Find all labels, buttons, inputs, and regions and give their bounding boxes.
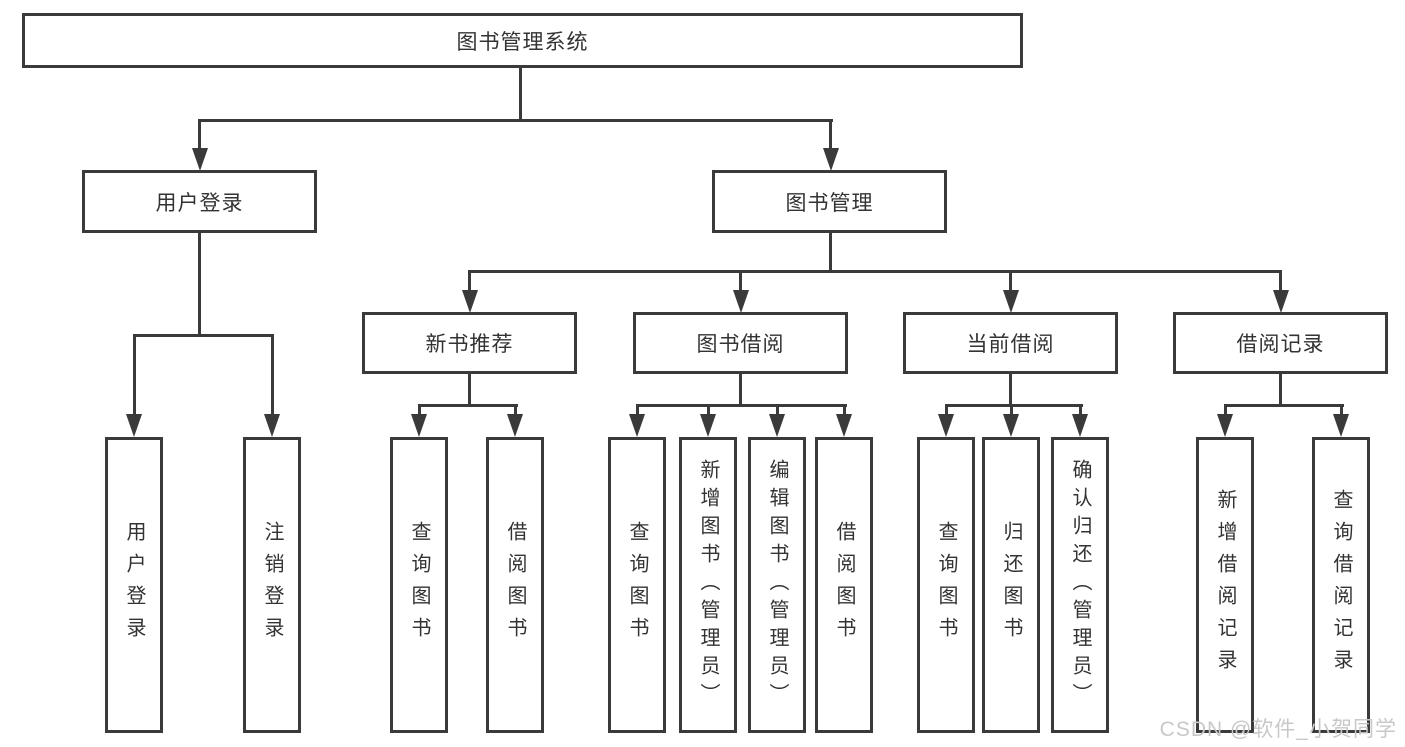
leaf-label: 用户登录 [123,521,145,649]
node-label: 图书借阅 [696,333,785,356]
arrow-down-icon [769,414,785,437]
leaf-bb-query-books: 查询图书 [608,437,666,733]
leaf-label: 确认归还（管理员） [1069,459,1091,711]
connector-line [1224,404,1227,417]
node-user-login: 用户登录 [82,170,317,233]
arrow-down-icon [1217,414,1233,437]
arrow-down-icon [126,414,142,437]
connector-line [418,404,421,417]
connector-line [739,374,742,407]
connector-line [1279,270,1282,293]
leaf-label: 借阅图书 [833,521,855,649]
arrow-down-icon [938,414,954,437]
connector-line [739,270,742,293]
connector-line [776,404,779,417]
leaf-logout: 注销登录 [243,437,301,733]
leaf-br-add-record: 新增借阅记录 [1196,437,1254,733]
connector-bus [1224,404,1344,407]
connector-line [829,119,832,150]
leaf-label: 新增借阅记录 [1214,489,1236,681]
connector-level3-bus [468,270,1282,273]
connector-line [133,334,136,416]
connector-line [843,404,846,417]
node-borrowing-records: 借阅记录 [1173,312,1388,374]
connector-line [1010,404,1013,417]
connector-mgmt-stem [829,233,832,273]
connector-line [1340,404,1343,417]
arrow-down-icon [507,414,523,437]
arrow-down-icon [462,290,478,313]
leaf-label: 编辑图书（管理员） [766,459,788,711]
connector-level2-bus [198,119,833,122]
connector-line [1279,374,1282,407]
node-label: 借阅记录 [1236,333,1325,356]
arrow-down-icon [1072,414,1088,437]
node-label: 新书推荐 [425,333,514,356]
node-book-management: 图书管理 [712,170,947,233]
arrow-down-icon [192,148,208,171]
connector-login-stem [198,233,201,337]
leaf-label: 查询图书 [935,521,957,649]
connector-line [1009,374,1012,407]
node-new-book-recommend: 新书推荐 [362,312,577,374]
leaf-user-login: 用户登录 [105,437,163,733]
connector-line [1079,404,1082,417]
leaf-label: 查询图书 [408,521,430,649]
arrow-down-icon [836,414,852,437]
connector-login-bus [133,334,274,337]
leaf-label: 归还图书 [1000,521,1022,649]
connector-bus [636,404,847,407]
arrow-down-icon [629,414,645,437]
arrow-down-icon [1003,290,1019,313]
leaf-label: 查询图书 [626,521,648,649]
arrow-down-icon [411,414,427,437]
node-label: 图书管理 [785,191,874,215]
node-label: 用户登录 [155,191,244,215]
leaf-cb-return-books: 归还图书 [982,437,1040,733]
connector-line [468,270,471,293]
node-label: 图书管理系统 [456,30,589,54]
connector-root-stem [519,68,522,121]
connector-line [468,374,471,407]
arrow-down-icon [823,148,839,171]
connector-line [707,404,710,417]
leaf-bb-add-books-admin: 新增图书（管理员） [679,437,737,733]
connector-bus [945,404,1083,407]
leaf-nbr-borrow-books: 借阅图书 [486,437,544,733]
connector-line [1009,270,1012,293]
connector-line [636,404,639,417]
leaf-bb-borrow-books: 借阅图书 [815,437,873,733]
leaf-cb-confirm-return-admin: 确认归还（管理员） [1051,437,1109,733]
arrow-down-icon [733,290,749,313]
connector-line [198,119,201,150]
csdn-watermark: CSDN @软件_小贺同学 [1159,718,1397,741]
leaf-cb-query-books: 查询图书 [917,437,975,733]
leaf-br-query-record: 查询借阅记录 [1312,437,1370,733]
leaf-bb-edit-books-admin: 编辑图书（管理员） [748,437,806,733]
node-label: 当前借阅 [966,333,1055,356]
arrow-down-icon [1273,290,1289,313]
arrow-down-icon [1003,414,1019,437]
arrow-down-icon [700,414,716,437]
leaf-label: 新增图书（管理员） [697,459,719,711]
arrow-down-icon [1333,414,1349,437]
leaf-label: 查询借阅记录 [1330,489,1352,681]
arrow-down-icon [264,414,280,437]
node-library-management-system: 图书管理系统 [22,13,1023,68]
leaf-label: 借阅图书 [504,521,526,649]
connector-line [514,404,517,417]
connector-line [945,404,948,417]
leaf-nbr-query-books: 查询图书 [390,437,448,733]
node-book-borrowing: 图书借阅 [633,312,848,374]
node-current-borrowing: 当前借阅 [903,312,1118,374]
connector-line [271,334,274,416]
leaf-label: 注销登录 [261,521,283,649]
connector-bus [418,404,518,407]
